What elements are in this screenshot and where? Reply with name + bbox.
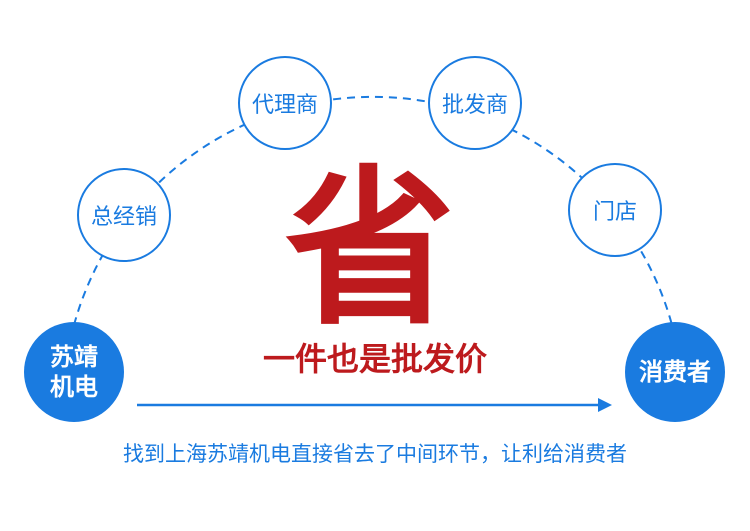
node-wholesaler: 批发商	[428, 56, 522, 150]
node-agent: 代理商	[238, 56, 332, 150]
footer-text: 找到上海苏靖机电直接省去了中间环节，让利给消费者	[123, 442, 627, 466]
node-wholesaler-label: 批发商	[441, 93, 508, 118]
node-distributor: 总经销	[77, 168, 171, 262]
node-store-label: 门店	[592, 200, 637, 225]
arrow-head-icon	[598, 398, 612, 412]
node-agent-label: 代理商	[251, 93, 318, 118]
node-consumer-label: 消费者	[639, 358, 711, 386]
node-sujing: 苏靖机电	[24, 322, 124, 422]
node-consumer: 消费者	[625, 322, 725, 422]
node-distributor-label: 总经销	[90, 205, 157, 230]
node-sujing-line2: 机电	[50, 373, 98, 401]
node-store: 门店	[568, 163, 662, 257]
save-character: 省	[284, 151, 455, 349]
slogan: 一件也是批发价	[262, 340, 487, 378]
node-sujing-line1: 苏靖	[50, 343, 98, 371]
